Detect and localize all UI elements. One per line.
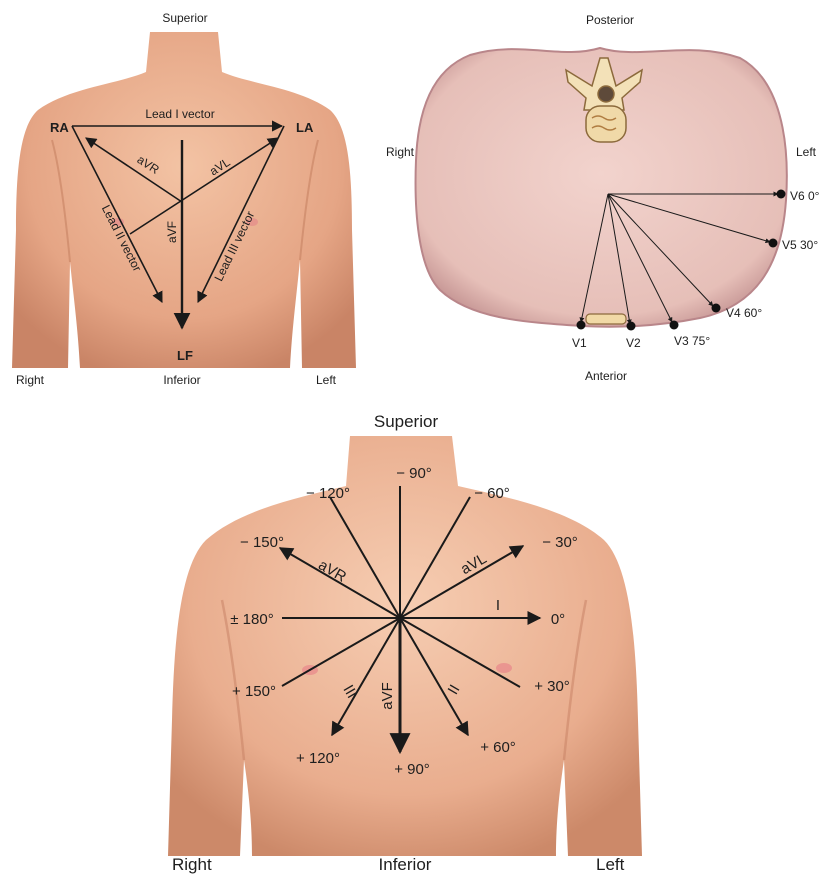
top-left-inferior-label: Inferior — [163, 373, 200, 387]
angle-minus-120: − 120° — [306, 485, 350, 502]
cross-left-label: Left — [796, 145, 817, 159]
top-left-superior-label: Superior — [162, 11, 207, 25]
angle-minus-30: − 30° — [542, 534, 578, 551]
angle-zero: 0° — [551, 611, 565, 628]
v3-label: V3 75° — [674, 334, 710, 348]
v3-electrode — [670, 321, 679, 330]
lead-i-vector-label: Lead I vector — [145, 107, 214, 121]
v1-electrode — [577, 321, 586, 330]
v6-electrode — [777, 190, 786, 199]
posterior-label: Posterior — [586, 13, 634, 27]
torso-frontal-top — [12, 32, 356, 368]
cross-right-label: Right — [386, 145, 415, 159]
angle-minus-60: − 60° — [474, 485, 510, 502]
v1-label: V1 — [572, 336, 587, 350]
la-label: LA — [296, 120, 314, 135]
chest-cross-section — [416, 48, 787, 327]
angle-minus-90: − 90° — [396, 465, 432, 482]
avf-label-bottom: aVF — [379, 682, 396, 710]
angle-plus-120: + 120° — [296, 750, 340, 767]
top-left-left-label: Left — [316, 373, 337, 387]
torso-bottom-skin — [168, 436, 642, 856]
bottom-inferior-label: Inferior — [379, 855, 432, 874]
lead-i-label-bottom: I — [496, 597, 500, 614]
sternum — [586, 314, 626, 324]
ra-label: RA — [50, 120, 69, 135]
top-left-right-label: Right — [16, 373, 45, 387]
bottom-left-label: Left — [596, 855, 625, 874]
v5-electrode — [769, 239, 778, 248]
angle-pm-180: ± 180° — [230, 611, 273, 628]
v2-electrode — [627, 322, 636, 331]
anterior-label: Anterior — [585, 369, 627, 383]
v6-label: V6 0° — [790, 189, 820, 203]
bottom-superior-label: Superior — [374, 412, 439, 431]
lf-label: LF — [177, 348, 193, 363]
v2-label: V2 — [626, 336, 641, 350]
angle-minus-150: − 150° — [240, 534, 284, 551]
angle-plus-150: + 150° — [232, 683, 276, 700]
angle-plus-90: + 90° — [394, 761, 430, 778]
v5-label: V5 30° — [782, 238, 818, 252]
bottom-right-label: Right — [172, 855, 212, 874]
angle-plus-30: + 30° — [534, 678, 570, 695]
v4-electrode — [712, 304, 721, 313]
angle-plus-60: + 60° — [480, 739, 516, 756]
avf-label: aVF — [165, 221, 179, 243]
torso-frontal-bottom — [168, 436, 642, 856]
v4-label: V4 60° — [726, 306, 762, 320]
